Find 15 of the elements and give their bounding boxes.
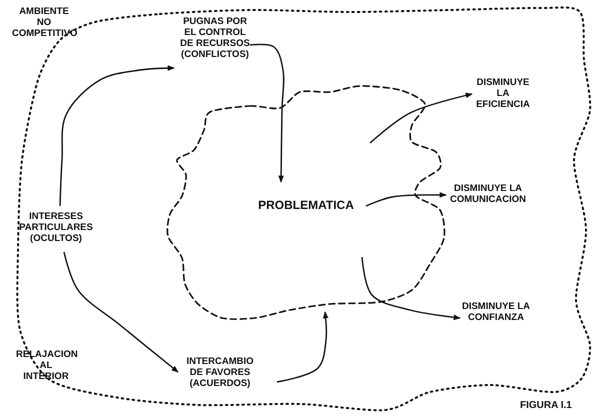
figure-caption: FIGURA I.1 [520, 400, 572, 411]
arrow [276, 311, 328, 383]
factor-label: DISMINUYE LA EFICIENCIA [475, 77, 531, 110]
factor-label: INTERCAMBIO DE FAVORES (ACUERDOS) [185, 356, 255, 389]
arrow [59, 65, 175, 206]
central-label: PROBLEMATICA [257, 198, 355, 212]
factor-label: INTERESES PARTICULARES (OCULTOS) [18, 211, 94, 244]
factor-label: PUGNAS POR EL CONTROL DE RECURSOS (CONFLICTOS) [180, 16, 250, 60]
arrow [361, 256, 461, 320]
arrow [63, 252, 179, 373]
factor-label: DISMINUYE LA CONFIANZA [460, 301, 532, 323]
arrow [366, 192, 447, 207]
arrow [250, 44, 284, 183]
factor-label: DISMINUYE LA COMUNICACION [449, 183, 527, 205]
arrow [370, 92, 473, 144]
